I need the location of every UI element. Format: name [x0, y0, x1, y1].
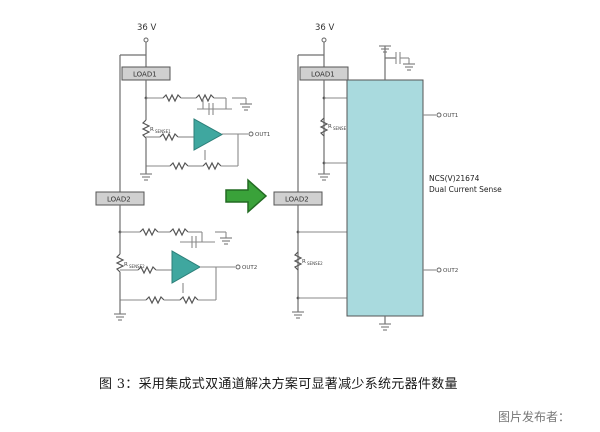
- chip-description: Dual Current Sense: [429, 185, 502, 194]
- left-load1-label: LOAD1: [133, 71, 157, 79]
- left-opamp-2: [171, 250, 202, 284]
- left-ground-4: [114, 313, 126, 321]
- right-load1-label: LOAD1: [311, 71, 335, 79]
- right-rsense1-label: R: [328, 124, 332, 130]
- left-rsense2-label: R: [124, 262, 128, 268]
- right-out2-terminal: [436, 267, 442, 273]
- left-discrete-circuit: 36 V LOAD1 R SENSE1: [95, 23, 270, 321]
- left-rsense1-sub: SENSE1: [155, 129, 171, 134]
- right-ground-2: [292, 311, 304, 319]
- left-supply-label: 36 V: [137, 23, 157, 33]
- chip-bottom-ground: [379, 323, 391, 331]
- left-rsense1-label: R: [150, 127, 154, 133]
- transition-arrow: [225, 178, 268, 214]
- left-opamp-1: [193, 118, 224, 151]
- right-out1-terminal: [436, 112, 442, 118]
- left-ground-1: [240, 103, 252, 111]
- right-rsense1-sub: SENSE1: [333, 126, 349, 131]
- right-rsense2-label: R: [302, 259, 306, 265]
- left-ground-3: [220, 237, 232, 245]
- left-rsense2-sub: SENSE2: [129, 264, 145, 269]
- left-ground-2: [140, 173, 152, 181]
- right-integrated-circuit: 36 V LOAD1 R SENSE1 LOAD2 R SENSE2: [273, 23, 502, 331]
- right-out1-label: OUT1: [443, 113, 458, 119]
- right-ground-1: [318, 173, 330, 181]
- left-load2-label: LOAD2: [107, 196, 131, 204]
- left-out1-terminal: [248, 131, 254, 137]
- left-supply-terminal: [143, 37, 149, 43]
- left-out1-label: OUT1: [255, 132, 270, 138]
- chip-name: NCS(V)21674: [429, 174, 480, 183]
- ncs21674-chip: [346, 79, 424, 317]
- chip-top-ground: [379, 45, 391, 53]
- image-source-label: 图片发布者：: [498, 410, 571, 424]
- left-out2-terminal: [235, 264, 241, 270]
- right-out2-label: OUT2: [443, 268, 458, 274]
- chip-cap-ground: [403, 63, 415, 71]
- right-rsense2-sub: SENSE2: [307, 261, 323, 266]
- right-supply-label: 36 V: [315, 23, 335, 33]
- right-load2-label: LOAD2: [285, 196, 309, 204]
- figure-caption: 图 3：采用集成式双通道解决方案可显著减少系统元器件数量: [99, 377, 458, 392]
- right-supply-terminal: [321, 37, 327, 43]
- left-out2-label: OUT2: [242, 265, 257, 271]
